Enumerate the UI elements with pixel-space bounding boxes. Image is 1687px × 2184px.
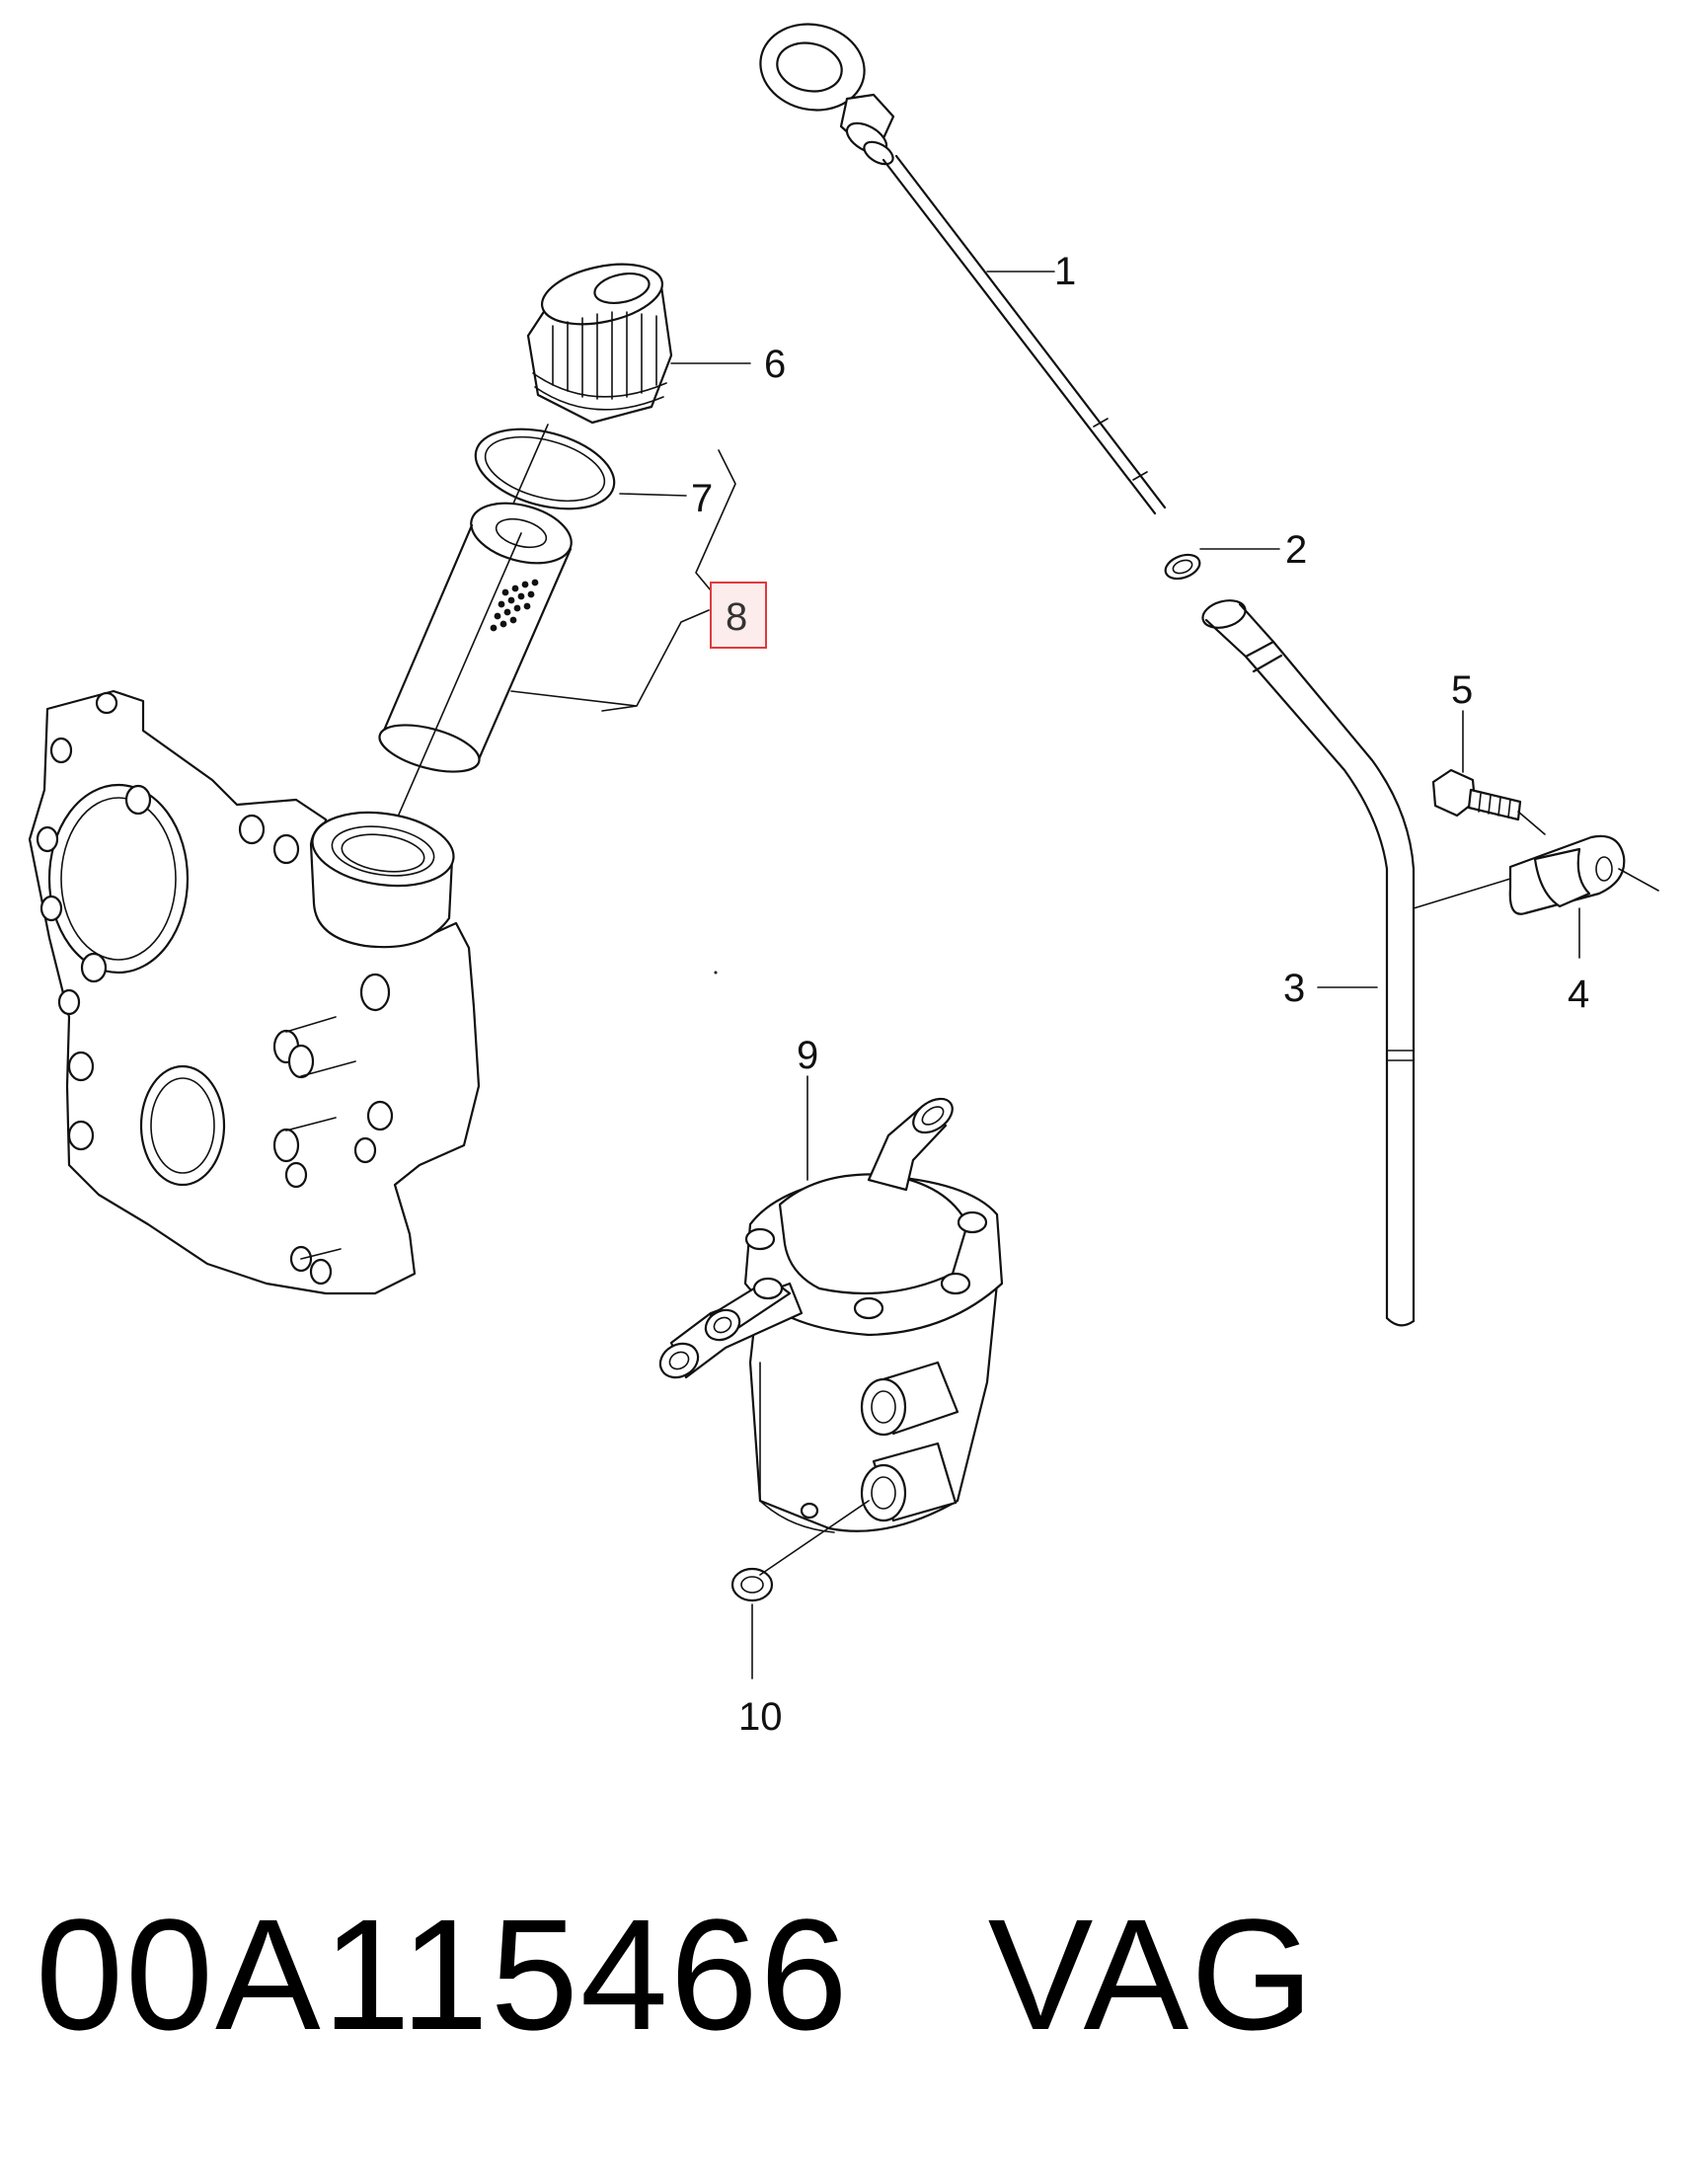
o-ring-part-2 <box>1164 553 1201 581</box>
callout-2: 2 <box>1285 528 1307 572</box>
callout-1: 1 <box>1054 250 1076 293</box>
dipstick-part-1 <box>759 23 1167 515</box>
callout-4: 4 <box>1568 973 1589 1016</box>
seal-part-7 <box>474 428 616 510</box>
callout-7: 7 <box>691 477 713 520</box>
callout-8: 8 <box>726 595 747 639</box>
brand-name: VAG <box>987 1886 1316 2063</box>
timing-cover-housing <box>28 689 481 1295</box>
bracket-part-4 <box>1508 834 1626 915</box>
filter-housing-part-9 <box>658 1097 1004 1533</box>
bolt-part-5 <box>1431 768 1522 821</box>
washer-part-10 <box>730 1567 774 1602</box>
callout-9: 9 <box>797 1034 818 1077</box>
callout-8-highlight: 8 <box>710 582 767 649</box>
callout-5: 5 <box>1451 668 1473 712</box>
callout-3: 3 <box>1283 967 1305 1010</box>
callout-10: 10 <box>738 1695 783 1739</box>
part-number: 00A115466 <box>36 1886 850 2063</box>
guide-tube-part-3 <box>1201 599 1416 1327</box>
callout-6: 6 <box>764 343 786 386</box>
filter-cap-part-6 <box>526 263 673 425</box>
